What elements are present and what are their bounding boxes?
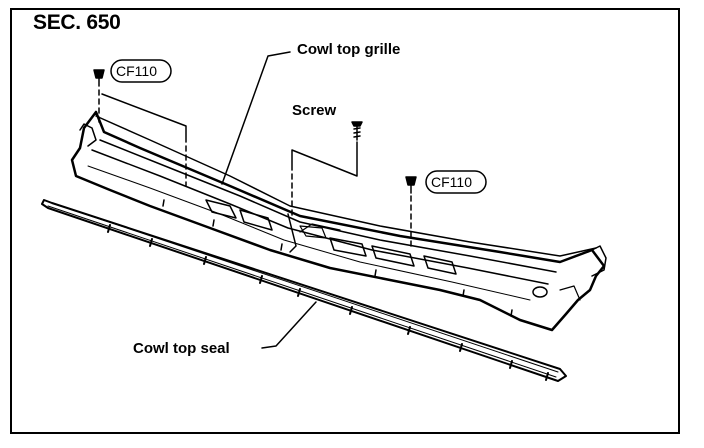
screw-label: Screw xyxy=(292,102,337,119)
clip-right-icon xyxy=(405,176,417,194)
clip-left-icon xyxy=(93,69,105,87)
cowl-top-seal-label: Cowl top seal xyxy=(133,340,230,357)
cowl-top-seal-part xyxy=(41,199,567,382)
clip-code-left: CF110 xyxy=(116,63,157,79)
diagram-frame xyxy=(10,8,680,434)
screw-icon xyxy=(351,121,363,141)
cowl-top-grille-label: Cowl top grille xyxy=(297,41,401,58)
section-number: SEC. 650 xyxy=(33,11,121,34)
clip-code-badge-left xyxy=(110,59,172,83)
clip-code-right: CF110 xyxy=(431,174,472,190)
clip-code-badge-right xyxy=(425,170,487,194)
cowl-top-grille-part xyxy=(70,110,607,332)
